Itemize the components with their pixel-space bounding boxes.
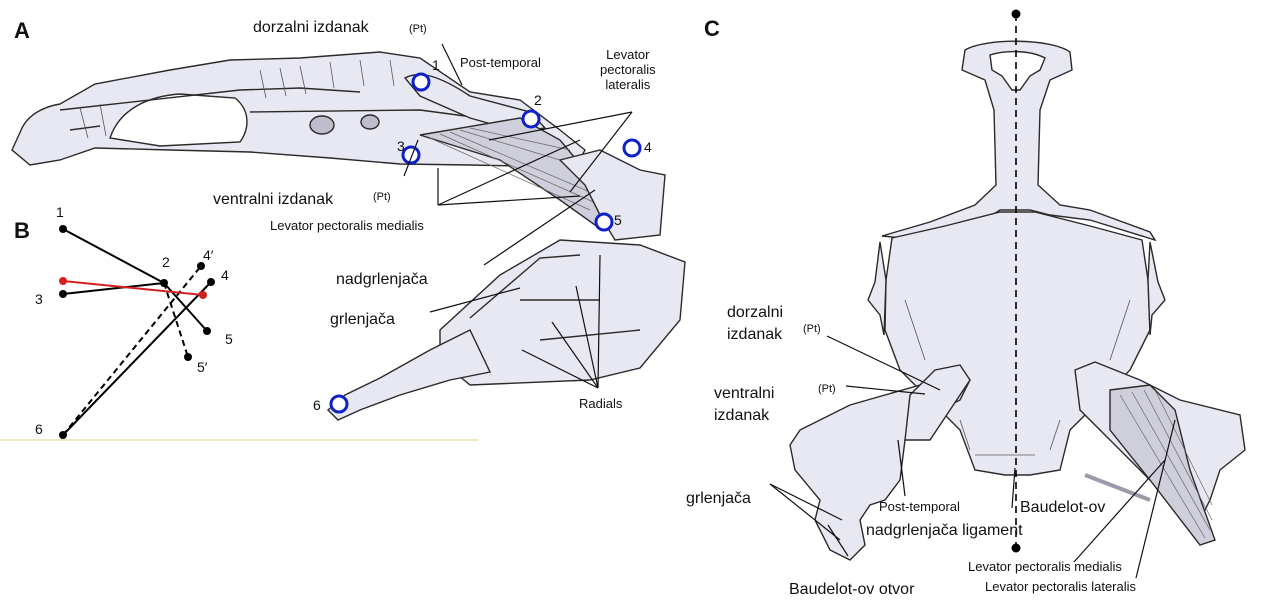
a-number-5: 5: [614, 213, 622, 227]
c-label-levator-medialis: Levator pectoralis medialis: [968, 560, 1122, 573]
b-point-4-prime: 4′: [203, 248, 213, 262]
a-label-levator-lateralis: Levator pectoralis lateralis: [600, 48, 656, 93]
b-point-5: 5: [225, 332, 233, 346]
panel-letter-a: A: [14, 20, 30, 42]
marker-1: [413, 74, 429, 90]
a-label-post-temporal: Post-temporal: [460, 56, 541, 69]
c-label-ventralni-izdanak: ventralni izdanak: [714, 383, 774, 426]
a-number-3: 3: [397, 139, 405, 153]
c-left-wing: [868, 242, 886, 335]
b-point-1: 1: [56, 205, 64, 219]
c-label-grlenjaca: grlenjača: [686, 491, 751, 507]
a-label-ventralni-izdanak: ventralni izdanak: [213, 192, 333, 208]
c-label-nadgrlenjaca-ligament: nadgrlenjača ligament: [866, 523, 1023, 539]
a-number-1: 1: [432, 58, 440, 72]
b-point-5-prime: 5′: [197, 360, 207, 374]
a-label-dorzalni-izdanak: dorzalni izdanak: [253, 20, 369, 36]
c-label-pt-ventralni: (Pt): [818, 384, 836, 395]
a-number-2: 2: [534, 93, 542, 107]
marker-3: [403, 147, 419, 163]
b-point-6: 6: [35, 422, 43, 436]
skull-foramen-2: [361, 115, 379, 129]
skull-foramen-1: [310, 116, 334, 134]
c-label-levator-lateralis: Levator pectoralis lateralis: [985, 580, 1136, 593]
c-label-baudelot-otvor: Baudelot-ov otvor: [789, 582, 914, 598]
b-red-line: [63, 281, 203, 295]
marker-5: [596, 214, 612, 230]
a-number-6: 6: [313, 398, 321, 412]
panel-letter-c: C: [704, 18, 720, 40]
marker-6: [331, 396, 347, 412]
a-label-pt-ventralni: (Pt): [373, 192, 391, 203]
marker-4: [624, 140, 640, 156]
marker-2: [523, 111, 539, 127]
a-label-nadgrlenjaca: nadgrlenjača: [336, 272, 428, 288]
c-label-dorzalni-izdanak: dorzalni izdanak: [727, 302, 783, 345]
c-label-post-temporal: Post-temporal: [879, 500, 960, 513]
a-label-pt-dorzalni: (Pt): [409, 24, 427, 35]
c-midline-bottom-dot: [1012, 544, 1021, 553]
c-right-wing: [1148, 242, 1165, 335]
c-midline-top-dot: [1012, 10, 1021, 19]
a-label-radials: Radials: [579, 397, 622, 410]
panel-a-drawing: [12, 52, 685, 420]
a-label-grlenjaca: grlenjača: [330, 312, 395, 328]
c-label-pt-dorzalni: (Pt): [803, 324, 821, 335]
c-label-baudelot: Baudelot-ov: [1020, 500, 1105, 516]
panel-letter-b: B: [14, 220, 30, 242]
b-point-4: 4: [221, 268, 229, 282]
coracoid-arm: [328, 330, 490, 420]
a-label-levator-medialis: Levator pectoralis medialis: [270, 219, 424, 232]
b-point-2: 2: [162, 255, 170, 269]
b-point-3: 3: [35, 292, 43, 306]
panel-c-drawing: [790, 10, 1245, 561]
a-number-4: 4: [644, 140, 652, 154]
panel-b-drawing: [0, 225, 478, 440]
